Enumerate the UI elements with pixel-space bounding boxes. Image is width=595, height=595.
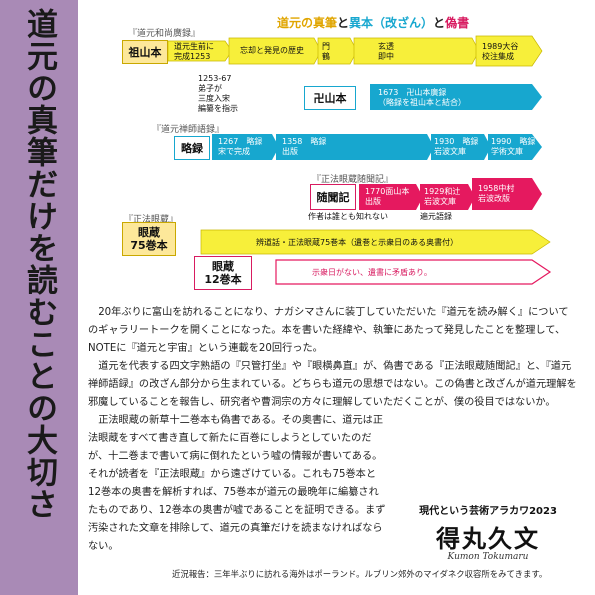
diagram-title: 道元の真筆と異本（改ざん）と偽書	[277, 14, 469, 31]
diagram-arrows	[167, 35, 552, 285]
sozan-arrow-4	[353, 37, 480, 65]
label-ryaku: 略録	[174, 136, 210, 160]
zuimon-note-goroku: 遍元語録	[420, 212, 452, 221]
sozan-seg-5: 1989大谷 校注集成	[482, 42, 519, 61]
ryaku-arrow-1	[212, 134, 279, 160]
title-variant: 異本（改ざん）	[349, 16, 434, 30]
lineage-diagram: 道元の真筆と異本（改ざん）と偽書 『道元和尚廣録』 『道元禅師語録』 『正法眼蔵…	[82, 0, 595, 298]
ryaku-arrow-3	[431, 134, 491, 160]
signature-block: 現代という芸術アラカワ2023 得丸久文 Kumon Tokumaru	[398, 502, 578, 562]
title-truth: 道元の真筆	[277, 16, 338, 30]
sozan-arrow-2	[228, 37, 322, 65]
title-and-2: と	[433, 16, 446, 30]
author-name: 得丸久文	[436, 524, 540, 553]
manzan-seg: 1673 卍山本廣録 （略録を祖山本と結合）	[378, 88, 466, 107]
sozan-arrow-1	[167, 40, 233, 62]
article-paragraph: 20年ぶりに富山を訪れることになり、ナガシマさんに装丁していただいた『道元を読み…	[88, 307, 569, 354]
bracket-zuimonki: 『正法眼蔵随聞記』	[312, 175, 394, 185]
ryaku-seg-1: 1267 略録 宋で完成	[218, 137, 263, 156]
zuimon-arrow-2	[420, 184, 475, 210]
s12-banner: 示衆日がない、遺書に矛盾あり。	[312, 268, 432, 277]
manzan-arrow	[370, 84, 542, 110]
label-s75: 眼蔵 75巻本	[122, 222, 176, 256]
label-manzan: 卍山本	[304, 86, 356, 110]
signature-label: 現代という芸術アラカワ2023	[419, 506, 557, 517]
sozan-arrow-5	[475, 35, 543, 67]
bracket-wakasho: 『道元和尚廣録』	[128, 29, 201, 39]
article-paragraph: 道元を代表する四文字熟語の『只管打坐』や『眼横鼻直』が、偽書である『正法眼蔵随聞…	[88, 361, 577, 408]
sozan-arrow-3	[317, 37, 358, 65]
bracket-zenshi: 『道元禅師語録』	[152, 125, 225, 135]
article-body: 20年ぶりに富山を訪れることになり、ナガシマさんに装丁していただいた『道元を読み…	[88, 304, 578, 556]
ryaku-arrow-4	[488, 134, 542, 160]
article-paragraph: 正法眼蔵の新草十二巻本も偽書である。その奥書に、道元は正法眼蔵をすべて書き直して…	[88, 415, 386, 552]
title-and-1: と	[337, 16, 350, 30]
s12-arrow	[275, 259, 552, 285]
ryaku-seg-3: 1930 略録 岩波文庫	[434, 137, 479, 156]
sozan-seg-1: 道元生前に 完成1253	[174, 42, 214, 61]
ryaku-seg-4: 1990 略録 学術文庫	[491, 137, 536, 156]
zuimon-seg-1: 1770面山本 出版	[365, 187, 410, 206]
label-zuimon: 随聞記	[310, 184, 356, 210]
page-title: 道元の真筆だけを読むことの大切さ	[21, 8, 57, 520]
title-forgery: 偽書	[445, 16, 470, 30]
label-sozan: 祖山本	[122, 40, 168, 64]
zuimon-arrow-1	[359, 184, 423, 210]
zuimon-note-author: 作者は誰とも知れない	[308, 212, 388, 221]
ryaku-arrow-2	[276, 134, 434, 160]
bracket-shobo: 『正法眼蔵』	[124, 215, 179, 225]
label-s12: 眼蔵 12巻本	[194, 256, 252, 290]
zuimon-seg-2: 1929和辻 岩波文庫	[424, 187, 461, 206]
s75-banner: 辨道話・正法眼蔵75巻本（遺巻と示衆日のある奥書付）	[256, 238, 459, 247]
sidebar-band: 道元の真筆だけを読むことの大切さ	[0, 0, 78, 595]
ryaku-seg-2: 1358 略録 出版	[282, 137, 327, 156]
zuimon-seg-3: 1958中村 岩波改版	[478, 184, 515, 203]
zuimon-arrow-3	[472, 178, 542, 210]
sozan-note: 1253-67 弟子が 三度入宋 編纂を指示	[198, 74, 238, 113]
author-romaji: Kumon Tokumaru	[447, 552, 529, 562]
sozan-seg-2: 忘却と発見の歴史	[240, 46, 304, 55]
sozan-seg-3: 門 鶴	[322, 42, 330, 61]
s75-arrow	[200, 229, 551, 255]
sozan-seg-4: 玄透 即中	[378, 42, 394, 61]
footer-note: 近況報告：三年半ぶりに訪れる海外はポーランド。ルブリン郊外のマイダネク収容所をみ…	[172, 569, 548, 579]
